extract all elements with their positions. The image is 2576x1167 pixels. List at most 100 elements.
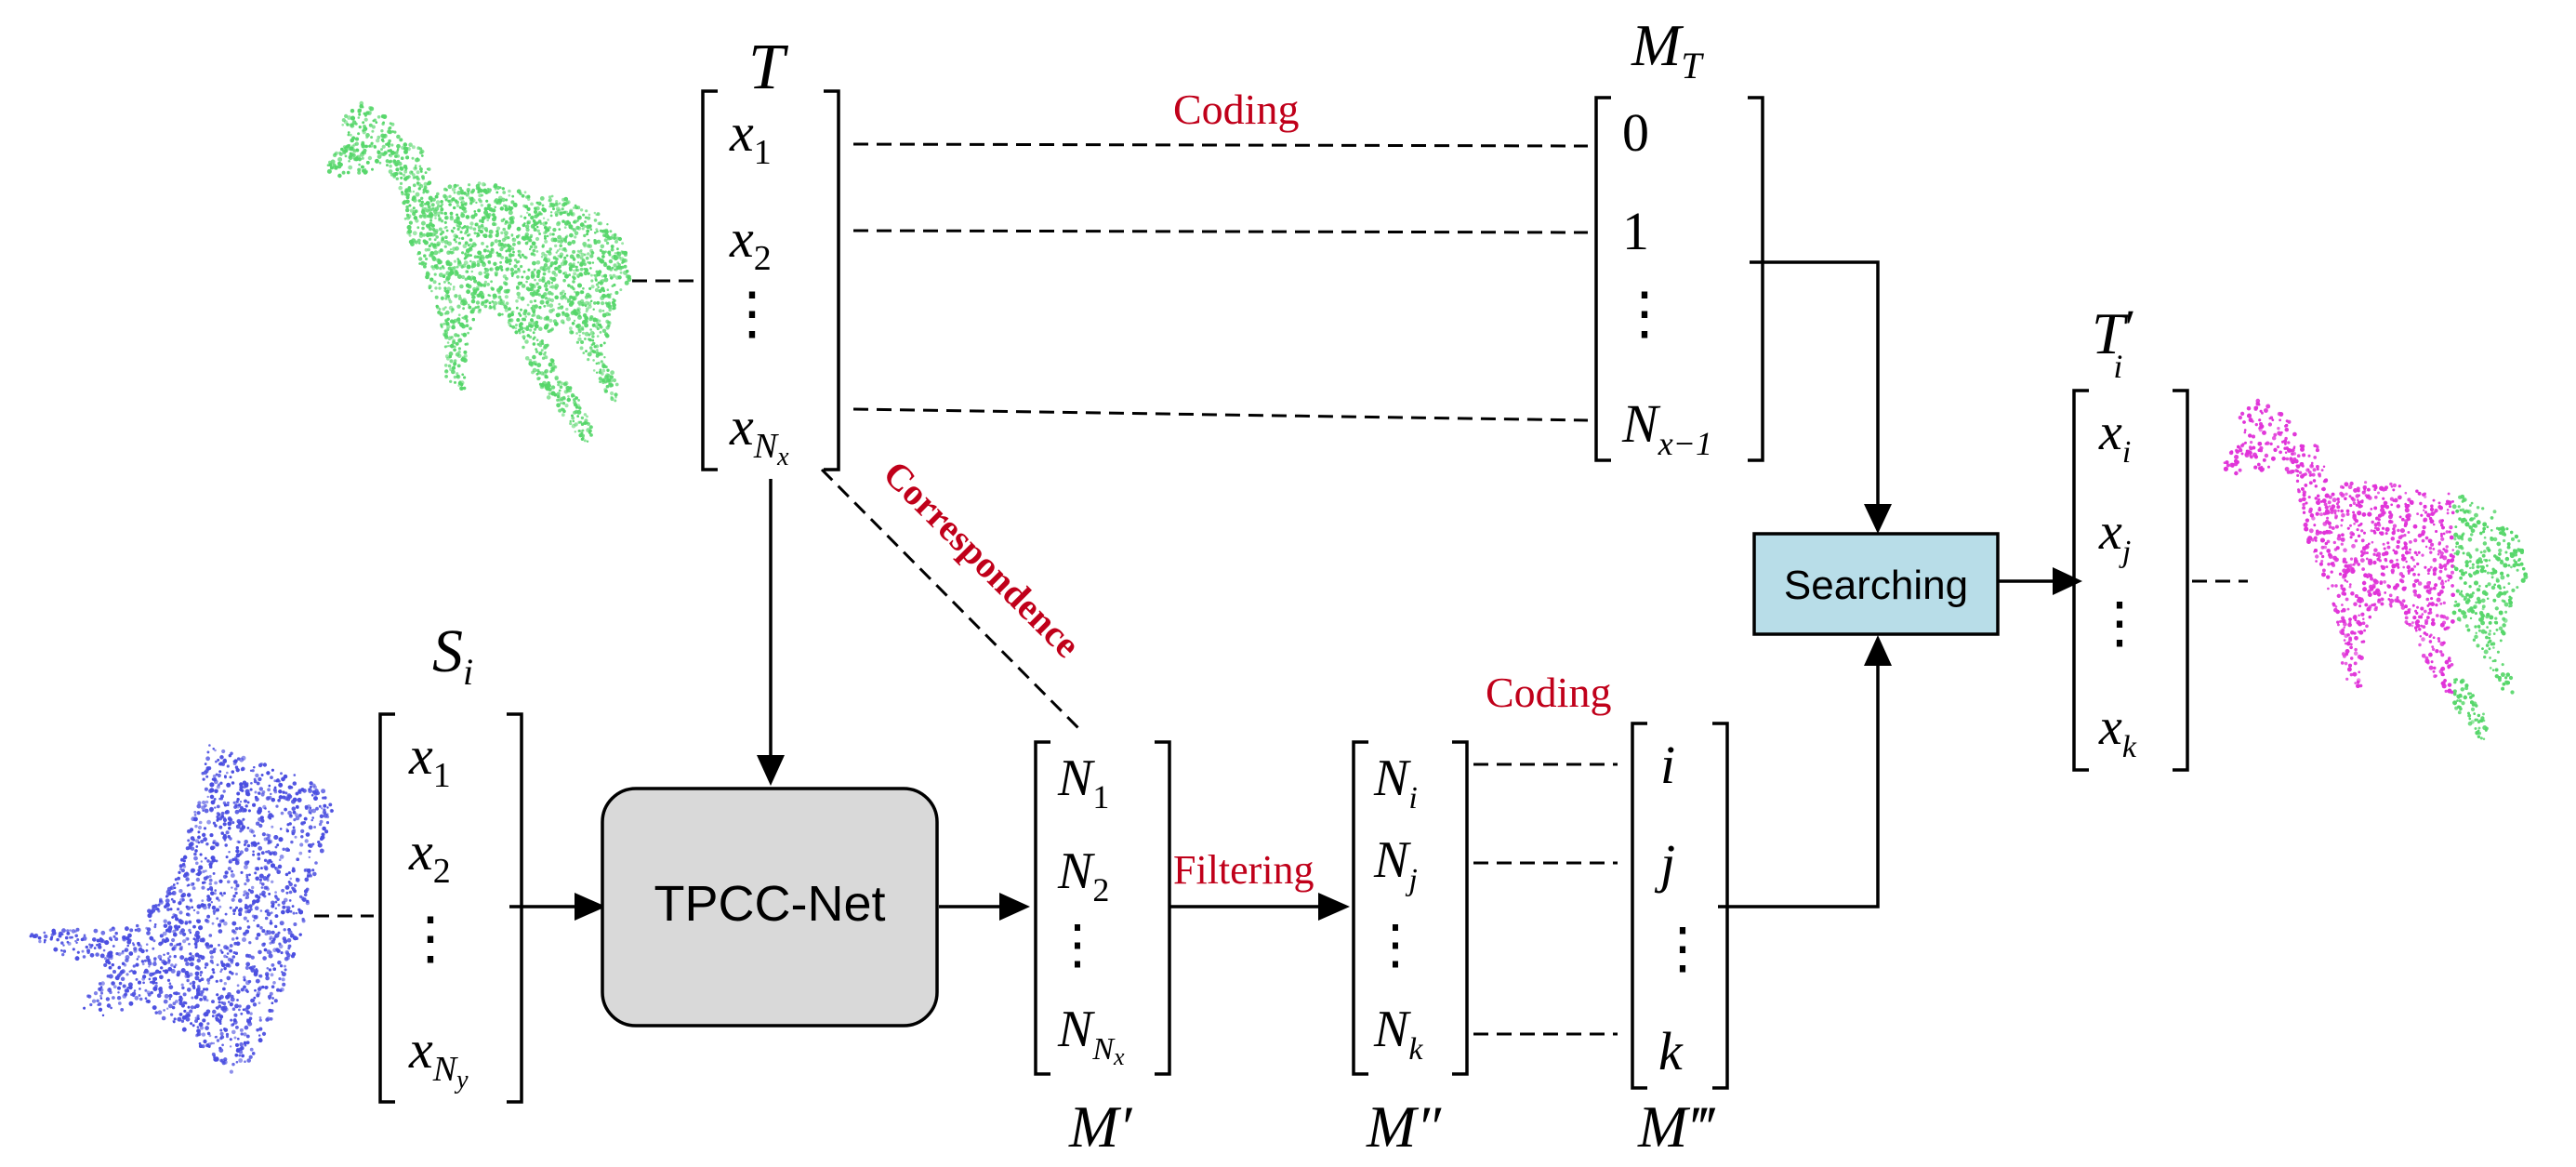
point-cloud-dot <box>585 256 589 260</box>
point-cloud-dot <box>278 977 282 981</box>
point-cloud-dot <box>244 840 249 844</box>
point-cloud-dot <box>454 333 458 338</box>
point-cloud-dot <box>325 815 330 819</box>
point-cloud-dot <box>508 318 512 323</box>
point-cloud-dot <box>264 972 270 976</box>
point-cloud-dot <box>60 941 64 945</box>
point-cloud-dot <box>470 298 476 304</box>
point-cloud-dot <box>186 1013 191 1017</box>
point-cloud-dot <box>444 354 449 359</box>
point-cloud-dot <box>231 897 235 902</box>
point-cloud-dot <box>319 848 324 854</box>
point-cloud-dot <box>616 261 620 265</box>
point-cloud-dot <box>207 906 211 909</box>
point-cloud-dot <box>69 929 72 932</box>
point-cloud-dot <box>104 940 110 946</box>
point-cloud-dot <box>561 413 565 418</box>
point-cloud-dot <box>241 825 246 829</box>
point-cloud-dot <box>535 348 538 351</box>
point-cloud-dot <box>167 959 171 962</box>
point-cloud-dot <box>375 121 378 125</box>
point-cloud-dot <box>584 338 587 340</box>
point-cloud-dot <box>97 1003 99 1006</box>
point-cloud-dot <box>554 272 558 277</box>
point-cloud-dot <box>411 156 415 160</box>
point-cloud-dot <box>216 1039 220 1042</box>
point-cloud-dot <box>110 1006 112 1010</box>
point-cloud-dot <box>585 310 588 313</box>
point-cloud-dot <box>210 955 214 960</box>
point-cloud-dot <box>227 867 231 871</box>
point-cloud-dot <box>320 836 324 839</box>
point-cloud-dot <box>438 286 442 290</box>
point-cloud-dot <box>448 203 452 206</box>
point-cloud-dot <box>476 262 481 268</box>
point-cloud-dot <box>159 975 164 980</box>
point-cloud-dot <box>616 247 619 251</box>
point-cloud-dot <box>627 277 632 282</box>
point-cloud-dot <box>289 877 293 881</box>
point-cloud-dot <box>287 928 291 932</box>
point-cloud-dot <box>271 768 274 772</box>
point-cloud-dot <box>596 212 601 217</box>
point-cloud-dot <box>468 305 472 310</box>
point-cloud-dot <box>603 277 609 283</box>
point-cloud-dot <box>577 215 582 220</box>
point-cloud-dot <box>244 1025 249 1030</box>
point-cloud-dot <box>243 978 246 982</box>
point-cloud-dot <box>547 219 549 221</box>
point-cloud-dot <box>202 881 205 884</box>
point-cloud-dot <box>471 245 474 248</box>
point-cloud-dot <box>537 293 541 297</box>
point-cloud-dot <box>404 166 408 169</box>
point-cloud-dot <box>453 206 456 210</box>
point-cloud-dot <box>588 431 591 434</box>
point-cloud-dot <box>249 788 253 791</box>
point-cloud-dot <box>267 840 271 843</box>
point-cloud-dot <box>562 272 565 275</box>
point-cloud-dot <box>517 267 521 271</box>
point-cloud-dot <box>319 819 324 824</box>
point-cloud-dot <box>469 221 474 226</box>
point-cloud-dot <box>182 939 187 944</box>
point-cloud-dot <box>188 942 191 946</box>
point-cloud-dot <box>200 977 205 981</box>
point-cloud-dot <box>488 234 492 238</box>
point-cloud-dot <box>476 281 482 286</box>
point-cloud-dot <box>511 237 515 241</box>
point-cloud-dot <box>480 204 483 207</box>
point-cloud-dot <box>538 278 542 283</box>
point-cloud-dot <box>612 378 617 383</box>
point-cloud-dot <box>112 970 116 974</box>
point-cloud-dot <box>297 789 301 793</box>
point-cloud-dot <box>239 788 243 791</box>
point-cloud-dot <box>284 807 287 812</box>
point-cloud-dot <box>284 847 290 852</box>
point-cloud-dot <box>282 847 285 851</box>
point-cloud-dot <box>155 981 158 985</box>
point-cloud-dot <box>599 331 602 334</box>
point-cloud-dot <box>285 891 289 895</box>
point-cloud-dot <box>311 789 317 795</box>
point-cloud-dot <box>486 206 491 211</box>
point-cloud-dot <box>405 199 410 205</box>
point-cloud-dot <box>546 234 549 238</box>
point-cloud-dot <box>257 987 261 991</box>
point-cloud-dot <box>481 225 485 230</box>
point-cloud-dot <box>143 959 147 962</box>
point-cloud-dot <box>236 791 241 796</box>
point-cloud-dot <box>182 992 187 997</box>
point-cloud-dot <box>255 936 259 940</box>
point-cloud-dot <box>205 842 209 846</box>
point-cloud-dot <box>469 254 472 257</box>
point-cloud-dot <box>199 853 203 856</box>
point-cloud-dot <box>597 285 600 289</box>
point-cloud-dot <box>611 266 614 270</box>
point-cloud-dot <box>617 236 623 242</box>
point-cloud-dot <box>440 219 444 223</box>
point-cloud-dot <box>244 789 250 794</box>
point-cloud-dot <box>418 203 423 207</box>
point-cloud-dot <box>560 402 562 404</box>
point-cloud-dot <box>586 232 589 236</box>
point-cloud-dot <box>587 252 590 256</box>
